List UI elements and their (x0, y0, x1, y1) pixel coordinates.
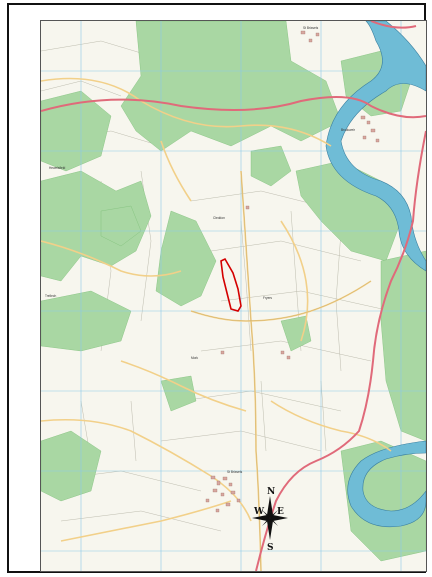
a-road (41, 21, 426, 571)
settlements (205, 30, 380, 513)
place-label-top: St Briavels (303, 26, 319, 30)
map-sheet: St Briavels Brockweir St Briavels Hewels… (7, 3, 427, 573)
place-label-far-left: Trellech (45, 294, 56, 298)
place-label-river-town: Brockweir (341, 128, 356, 132)
place-label-centre: Fryers (263, 296, 272, 300)
river-wye (325, 21, 426, 528)
compass-west-label: W (253, 507, 265, 517)
os-map[interactable]: St Briavels Brockweir St Briavels Hewels… (41, 21, 426, 571)
map-frame[interactable]: St Briavels Brockweir St Briavels Hewels… (40, 20, 427, 572)
place-label-low-mid: Mork (191, 356, 198, 360)
compass-north-label: N (267, 487, 275, 497)
grid-lines (41, 21, 426, 571)
compass-rose: N S E W (252, 487, 288, 553)
place-label-mid-left: Hewelsfield (49, 166, 66, 170)
place-label-south-town: St Briavels (227, 470, 243, 474)
site-boundary[interactable] (220, 257, 242, 312)
compass-east-label: E (277, 507, 284, 517)
place-labels: St Briavels Brockweir St Briavels Hewels… (45, 26, 356, 474)
compass-south-label: S (267, 543, 274, 553)
place-label-upper-mid: Cleddon (213, 216, 225, 220)
